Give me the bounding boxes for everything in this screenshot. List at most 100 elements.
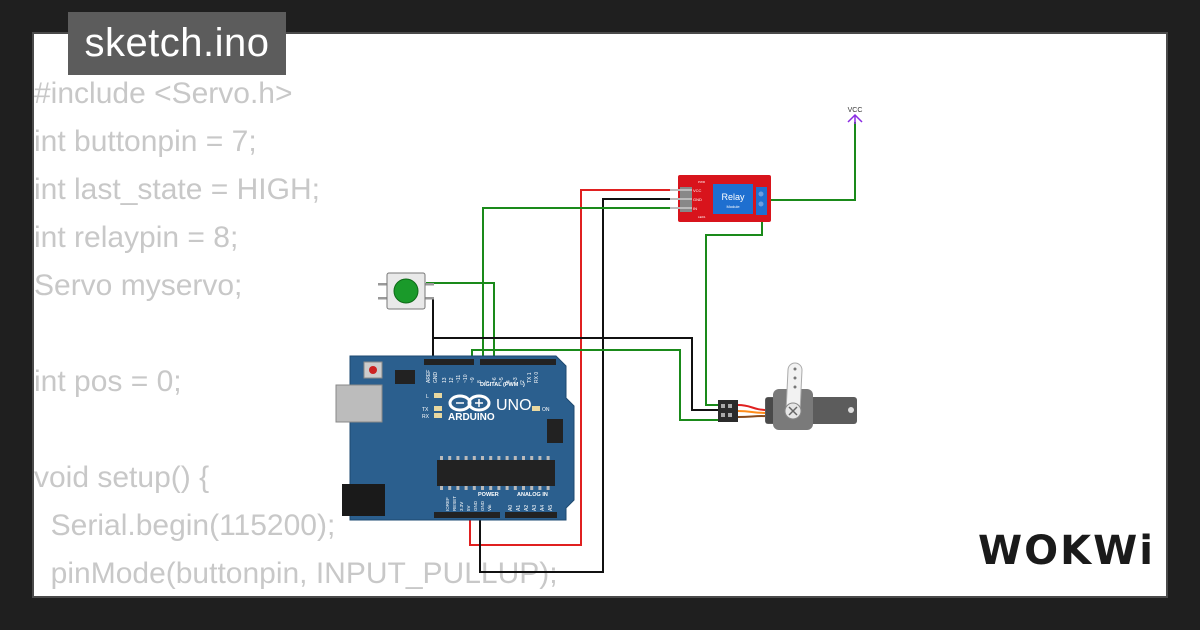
relay-module[interactable]: Relay Module VCC GND IN PWR LED1 — [670, 175, 771, 222]
power-pin-label: Vin — [487, 504, 492, 511]
led-rx-label: RX — [422, 414, 430, 420]
code-line: Servo myservo; — [34, 269, 243, 302]
power-pin-label: 5V — [466, 505, 471, 511]
chip-pin — [472, 486, 476, 490]
chip-pin — [505, 486, 509, 490]
digital-pin-label: 4 — [506, 380, 512, 383]
preview-card — [34, 34, 1166, 596]
power-label: POWER — [478, 492, 499, 498]
relay-led-pwr: PWR — [698, 180, 706, 184]
analog-pin-label: A5 — [548, 505, 554, 511]
vcc-label: VCC — [848, 107, 863, 114]
chip-pin — [513, 456, 517, 460]
file-title-badge: sketch.ino — [68, 12, 286, 75]
code-line: pinMode(buttonpin, INPUT_PULLUP); — [34, 557, 558, 590]
digital-pin-label: 2 — [520, 380, 526, 383]
power-pin-label: GND — [480, 500, 485, 511]
digital-pin-label: ~10 — [463, 374, 469, 383]
chip-pin — [448, 456, 452, 460]
led-tx-label: TX — [422, 407, 429, 413]
aref-label: AREF — [426, 370, 432, 383]
chip-pin — [497, 486, 501, 490]
code-listing: #include <Servo.h> int buttonpin = 7; int … — [34, 70, 558, 598]
chip-pin — [497, 456, 501, 460]
code-line: int relaypin = 8; — [34, 221, 239, 254]
power-header — [434, 512, 500, 518]
digital-pin-label: 13 — [442, 377, 448, 383]
arduino-model: UNO — [496, 397, 532, 414]
push-button[interactable] — [378, 272, 434, 310]
chip-pin — [489, 486, 493, 490]
power-pin-label: RESET — [452, 496, 457, 511]
digital-pin-label: ~6 — [492, 377, 498, 383]
code-line: void setup() { — [34, 461, 210, 494]
relay-pin-in: IN — [693, 206, 697, 211]
digital-pin-label: TX 1 — [527, 372, 533, 383]
wire-button-gnd — [432, 298, 720, 411]
wire-relay-servo — [705, 210, 763, 406]
arduino-infinity-icon — [448, 394, 491, 412]
digital-pin-label: ~3 — [513, 377, 519, 383]
led-on-label: ON — [542, 407, 550, 413]
chip-pin — [530, 456, 534, 460]
digital-pin-label: ~5 — [499, 377, 505, 383]
relay-pin-gnd: GND — [693, 197, 702, 202]
gnd-label: GND — [433, 372, 439, 384]
analog-pin-label: A0 — [508, 505, 514, 511]
chip-pin — [505, 456, 509, 460]
chip-pin — [513, 486, 517, 490]
chip-pin — [456, 486, 460, 490]
chip-pin — [481, 486, 484, 490]
wire-5v-relay — [469, 189, 683, 546]
digital-pin-label: ~11 — [456, 375, 462, 383]
digital-header-upper — [424, 359, 474, 365]
analog-pin-label: A3 — [532, 505, 538, 511]
chip-pin — [538, 456, 542, 460]
chip-pin — [456, 456, 460, 460]
chip-pin — [538, 486, 542, 490]
power-pin-label: GND — [473, 500, 478, 511]
digital-pin-label: 7 — [485, 380, 491, 383]
relay-pin-vcc: VCC — [693, 188, 702, 193]
usb-port — [335, 384, 383, 423]
chip-pin — [472, 456, 476, 460]
analog-pin-label: A1 — [516, 505, 522, 511]
relay-subtitle: Module — [726, 204, 740, 209]
wire-board-servo — [471, 349, 720, 421]
chip-pin — [546, 456, 550, 460]
chip-pin — [440, 456, 443, 460]
digital-pin-label: 12 — [449, 377, 455, 383]
code-line: #include <Servo.h> — [34, 77, 293, 110]
wokwi-logo: WOKWi — [978, 528, 1155, 574]
servo-motor[interactable] — [718, 362, 857, 430]
chip-pin — [546, 486, 550, 490]
chip-pin — [481, 456, 484, 460]
button-cap[interactable] — [393, 278, 419, 304]
digital-label: DIGITAL (PWM ~) — [480, 382, 525, 388]
relay-title: Relay — [721, 192, 745, 202]
analog-pin-label: A4 — [540, 505, 546, 511]
analog-header — [505, 512, 557, 518]
digital-header-lower — [480, 359, 556, 365]
power-pin-label: IOREF — [445, 497, 450, 511]
chip-pin — [440, 486, 443, 490]
chip-pin — [464, 456, 468, 460]
chip-pin — [530, 486, 534, 490]
chip-pin — [522, 456, 525, 460]
analog-label: ANALOG IN — [517, 492, 548, 498]
digital-pin-label: 8 — [477, 380, 483, 383]
code-line: int buttonpin = 7; — [34, 125, 257, 158]
arduino-brand: ARDUINO — [448, 412, 495, 423]
digital-pin-label: RX 0 — [534, 372, 540, 383]
chip-pin — [464, 486, 468, 490]
chip-pin — [489, 456, 493, 460]
code-line: int last_state = HIGH; — [34, 173, 320, 206]
led-l-label: L — [426, 394, 429, 400]
wire-pin8-relay — [482, 207, 683, 364]
analog-pin-label: A2 — [524, 505, 530, 511]
chip-pin — [522, 486, 525, 490]
code-line: int pos = 0; — [34, 365, 182, 398]
microcontroller-chip — [437, 460, 555, 486]
